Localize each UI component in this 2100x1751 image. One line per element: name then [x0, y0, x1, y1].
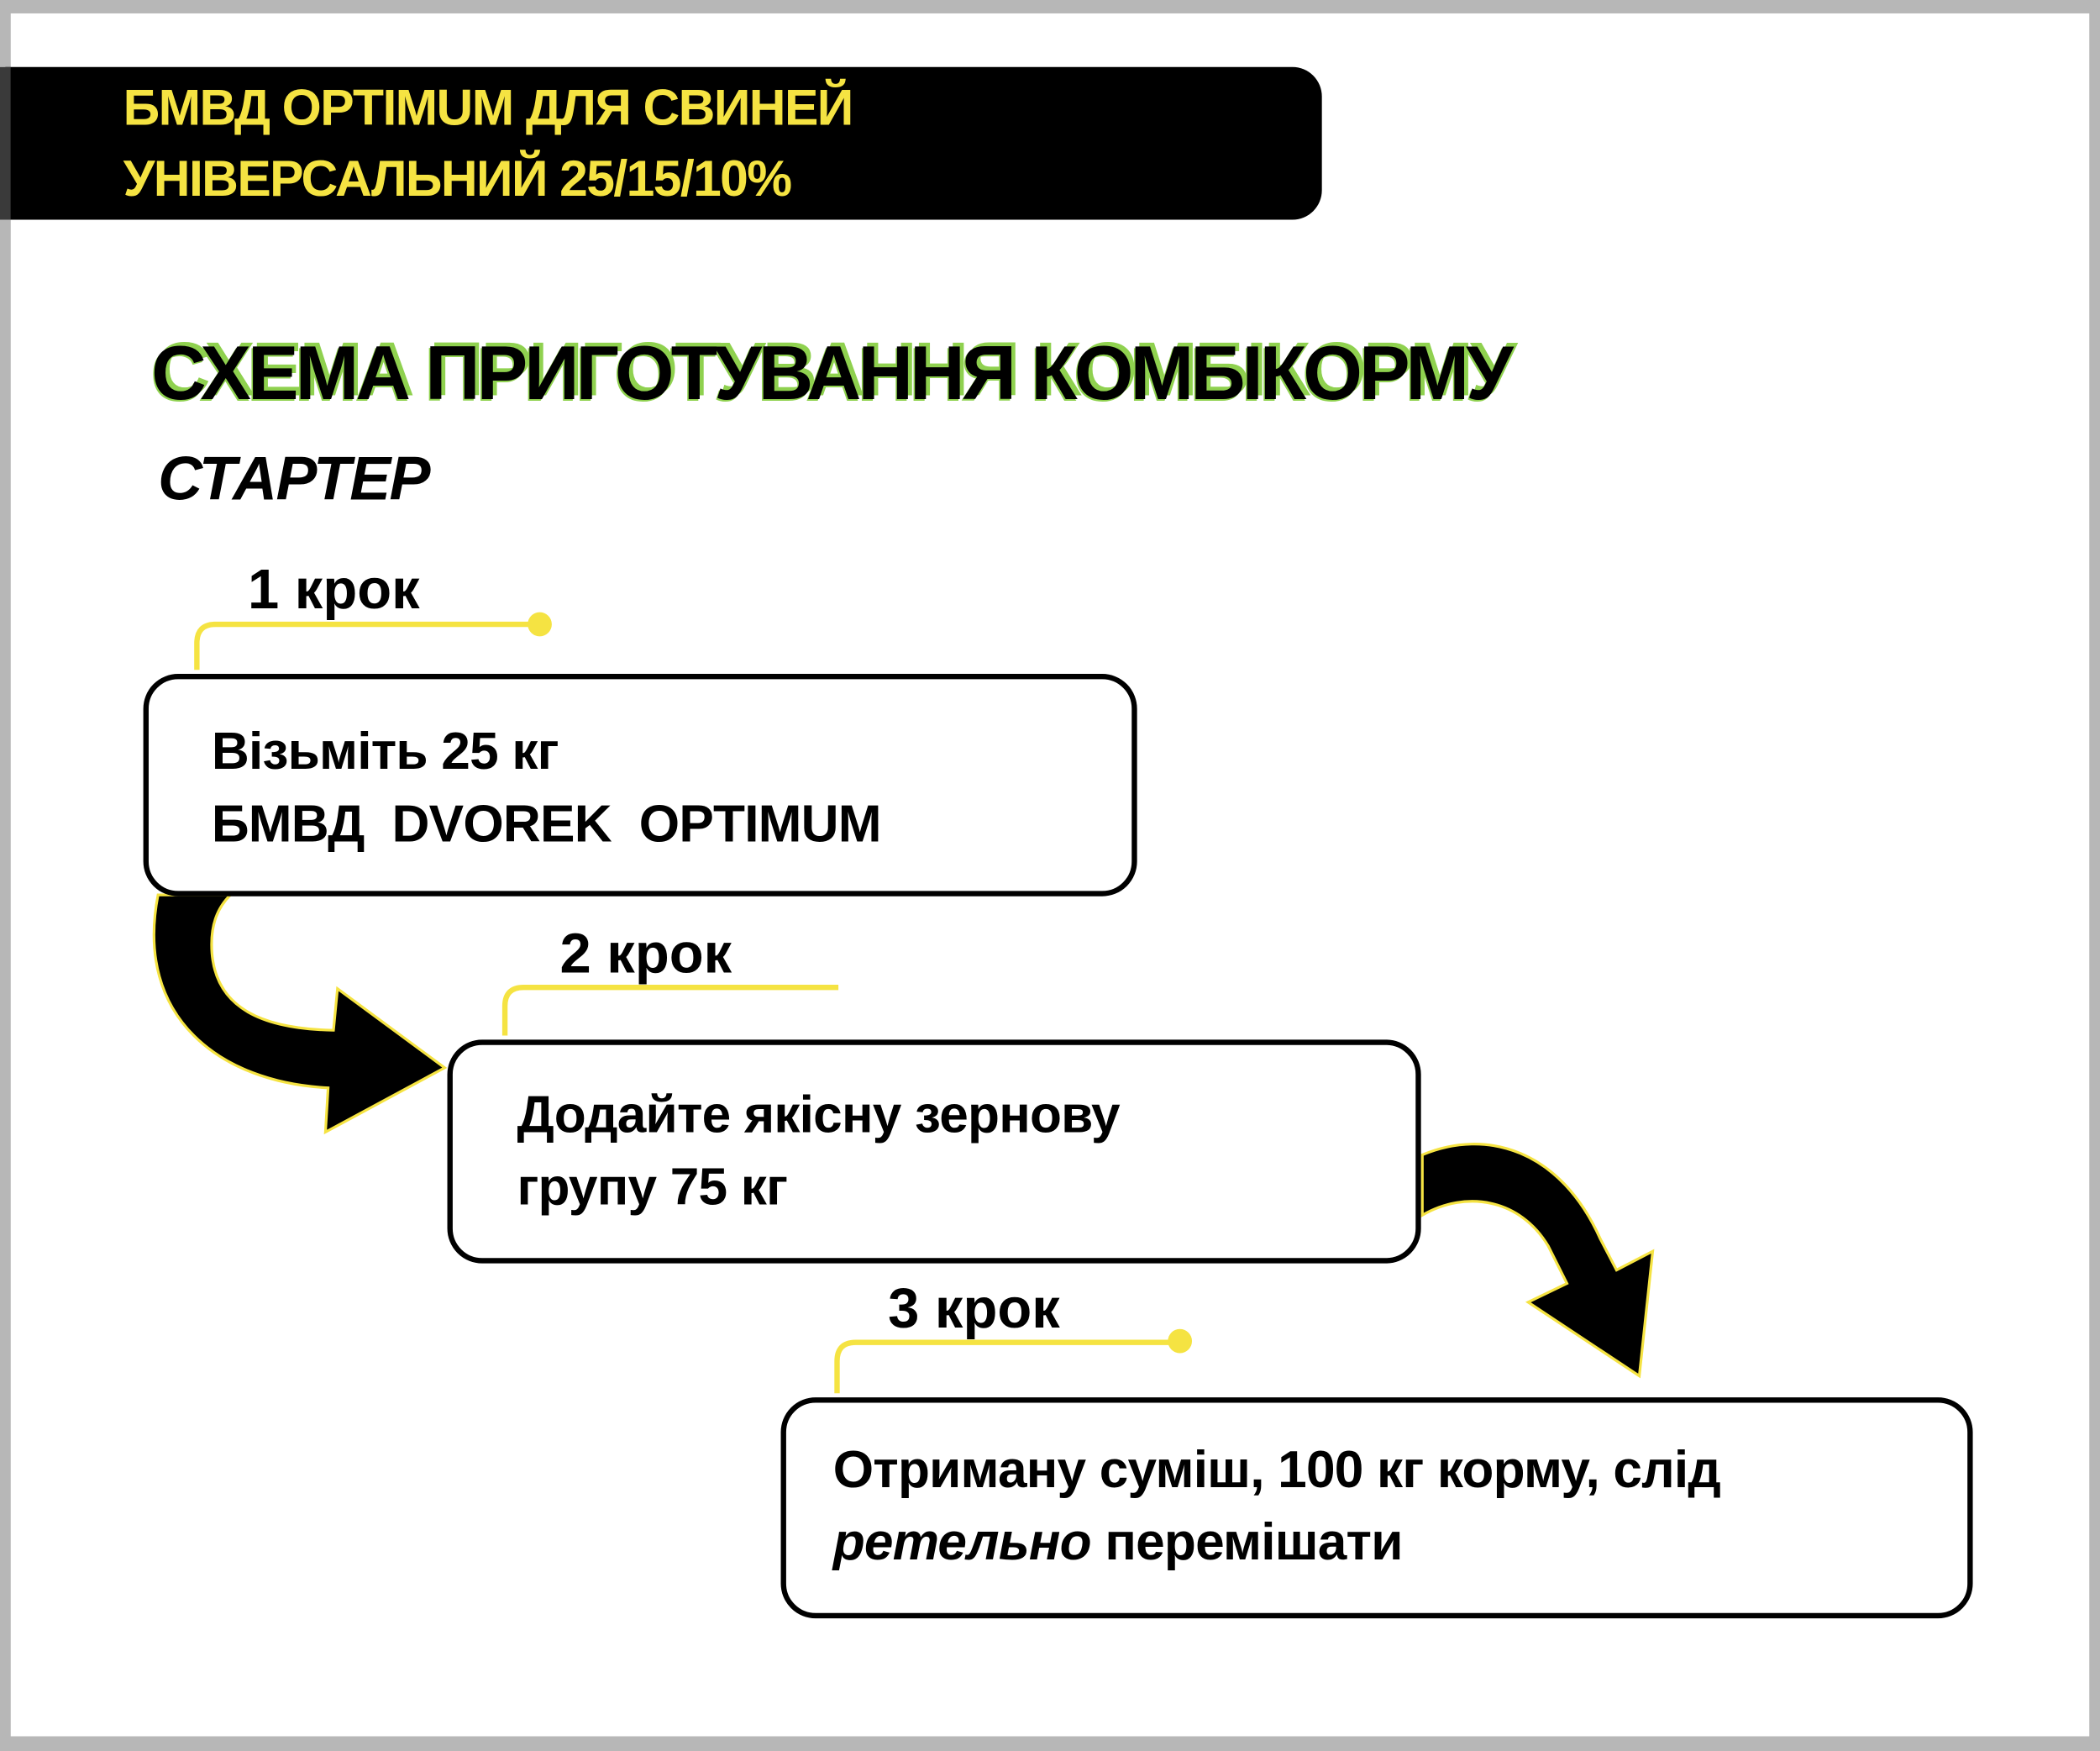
step2-text-line1: Додайте якісну зернову	[517, 1086, 1120, 1144]
step3-text-line1: Отриману суміш, 100 кг корму, слід	[832, 1441, 1721, 1500]
banner-title-line1: БМВД OPTIMUM ДЛЯ СВИНЕЙ	[123, 80, 854, 137]
step1-text-line1: Візьміть 25 кг	[211, 723, 559, 781]
banner-title-line2: УНІВЕРСАЛЬНИЙ 25/15/10%	[123, 151, 792, 208]
step1-label: 1 крок	[247, 557, 420, 621]
step2-connector-line	[501, 984, 839, 1036]
header-banner: БМВД OPTIMUM ДЛЯ СВИНЕЙ УНІВЕРСАЛЬНИЙ 25…	[0, 66, 1322, 220]
step1-text-line2: БМВД DVOREK OPTIMUM	[211, 796, 882, 854]
step2-label: 2 крок	[559, 922, 732, 985]
curved-arrow-icon-2	[1420, 1143, 1655, 1379]
step3-text-line2: ретельно перемішати	[833, 1507, 1720, 1580]
page-subtitle: СТАРТЕР	[158, 443, 430, 513]
step3-text-rest: перемішати	[1090, 1513, 1403, 1572]
step2-text: Додайте якісну зернову групу 75 кг	[517, 1080, 1120, 1224]
step1-text: Візьміть 25 кг БМВД DVOREK OPTIMUM	[211, 717, 882, 861]
step3-connector-dot	[1168, 1328, 1193, 1354]
step3-connector-line	[834, 1339, 1180, 1394]
step3-label: 3 крок	[888, 1276, 1060, 1340]
step1-box: Візьміть 25 кг БМВД DVOREK OPTIMUM	[143, 674, 1137, 897]
step2-text-line2: групу 75 кг	[517, 1159, 788, 1217]
page-title: СХЕМА ПРИГОТУВАННЯ КОМБІКОРМУ	[151, 330, 1514, 417]
step3-text: Отриману суміш, 100 кг корму, слід ретел…	[832, 1435, 1721, 1580]
curved-arrow-icon-1	[152, 893, 448, 1135]
step1-connector-dot	[528, 612, 552, 637]
step2-box: Додайте якісну зернову групу 75 кг	[447, 1039, 1421, 1264]
step3-emphasis: ретельно	[832, 1513, 1092, 1572]
step3-box: Отриману суміш, 100 кг корму, слід ретел…	[780, 1397, 1973, 1619]
step1-connector-line	[194, 621, 540, 670]
